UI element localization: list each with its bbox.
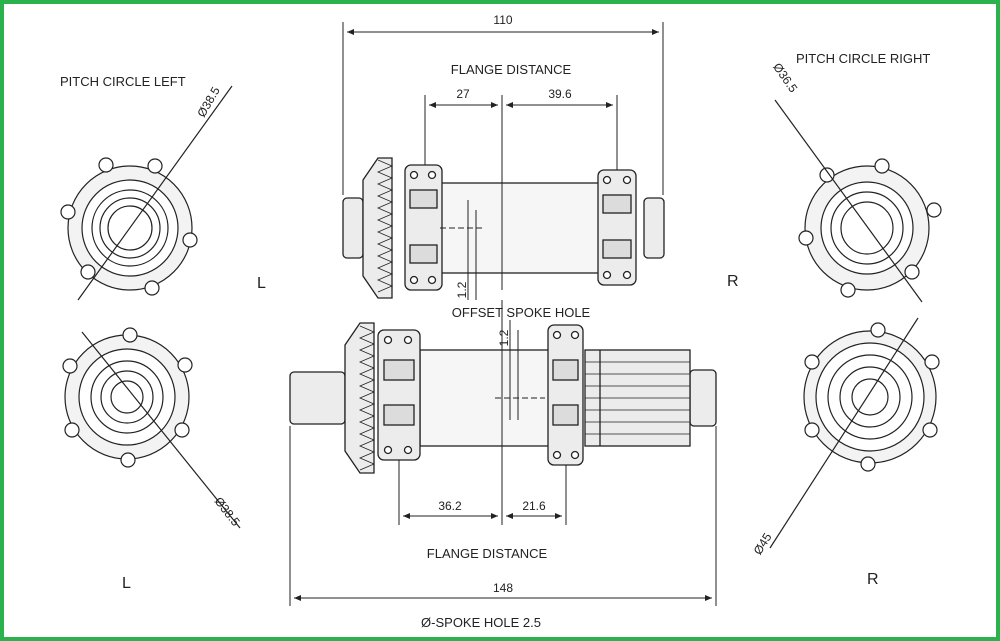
flange-view-bottom-left	[62, 327, 241, 529]
label-pitch-circle-left: PITCH CIRCLE LEFT	[60, 74, 186, 89]
label-side-R-top: R	[727, 273, 739, 290]
label-flange-distance-bottom: FLANGE DISTANCE	[427, 546, 548, 561]
dim-top-left-flange: 27	[456, 87, 470, 101]
dim-bottom-overall: 148	[493, 581, 513, 595]
label-offset-spoke-hole: OFFSET SPOKE HOLE	[452, 305, 591, 320]
top-dimension-lines	[342, 22, 664, 300]
label-side-L-top: L	[257, 275, 266, 292]
dim-top-overall: 110	[493, 13, 512, 27]
dim-pcd-bottom-left: Ø38.5	[212, 494, 243, 529]
dim-top-right-flange: 39.6	[548, 87, 572, 101]
bottom-hub-side-view	[289, 322, 717, 474]
label-side-R-bottom: R	[867, 571, 879, 588]
top-hub-side-view	[342, 157, 665, 299]
dim-bottom-left-flange: 36.2	[438, 499, 462, 513]
label-spoke-hole: Ø-SPOKE HOLE 2.5	[421, 615, 541, 630]
label-side-L-bottom: L	[122, 575, 131, 592]
dim-bottom-offset: 1.2	[497, 329, 511, 346]
label-flange-distance-top: FLANGE DISTANCE	[451, 62, 572, 77]
dim-top-offset: 1.2	[455, 281, 469, 298]
bottom-dimension-lines	[289, 300, 717, 606]
dim-pcd-bottom-right: Ø45	[751, 530, 775, 557]
flange-view-top-right	[774, 99, 942, 303]
dim-bottom-right-flange: 21.6	[522, 499, 546, 513]
label-pitch-circle-right: PITCH CIRCLE RIGHT	[796, 51, 930, 66]
dim-pcd-top-left: Ø38.5	[194, 84, 223, 120]
flange-view-top-left	[60, 85, 233, 301]
flange-view-bottom-right	[769, 317, 940, 549]
